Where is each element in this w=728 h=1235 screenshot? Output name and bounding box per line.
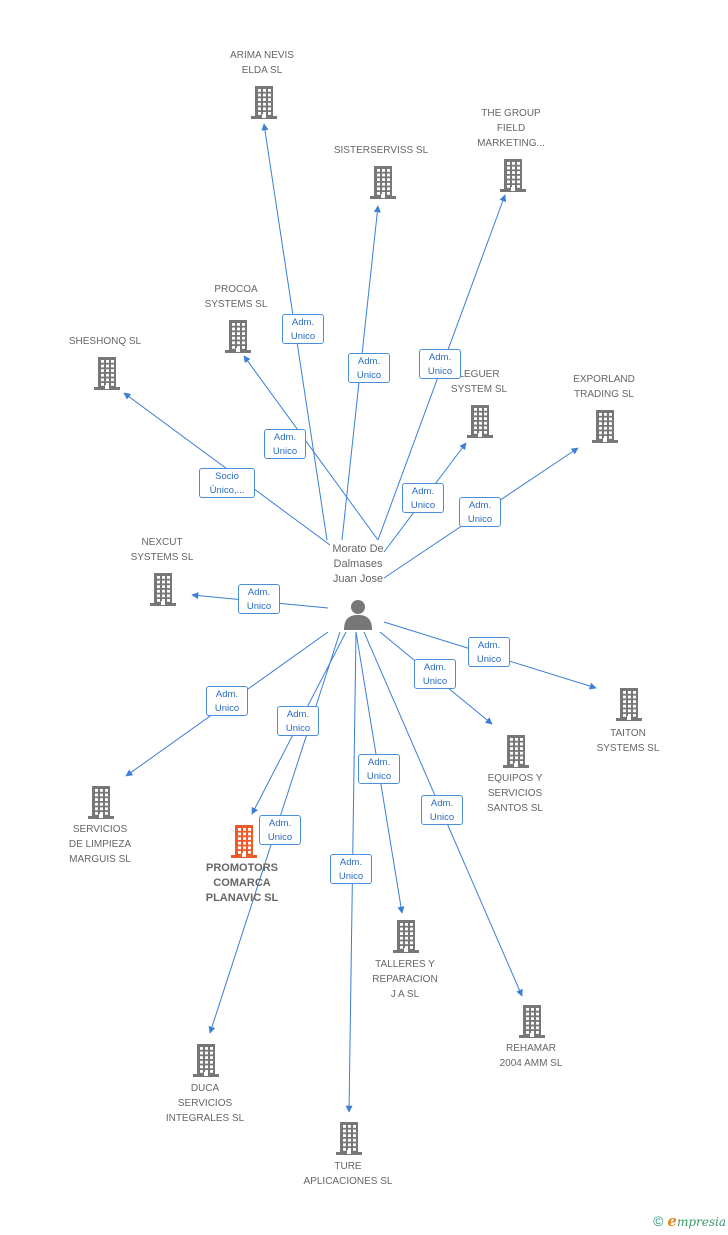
footer: © empresia [653,1211,726,1231]
company-name[interactable]: TAITON SYSTEMS SL [596,728,660,754]
brand-name: mpresia [676,1215,726,1229]
relation-label: Adm. Unico [468,637,510,667]
copyright-symbol: © [653,1213,664,1229]
company-name[interactable]: SERVICIOS DE LIMPIEZA MARGUIS SL [68,824,132,865]
relation-label: Adm. Unico [459,497,501,527]
company-name[interactable]: SHESHONQ SL [68,336,142,347]
company-name[interactable]: TALLERES Y REPARACION J A SL [372,959,438,1000]
building-icon[interactable] [147,571,179,607]
relation-label: Adm. Unico [277,706,319,736]
company-name[interactable]: NEXCUT SYSTEMS SL [130,537,194,563]
building-icon[interactable] [613,686,645,722]
company-name[interactable]: REHAMAR 2004 AMM SL [499,1043,563,1069]
building-icon[interactable] [589,408,621,444]
company-name[interactable]: ARIMA NEVIS ELDA SL [230,50,294,76]
relation-label: Socio Único,... [199,468,255,498]
building-icon[interactable] [497,157,529,193]
edge-line [243,355,379,541]
building-icon[interactable] [85,784,117,820]
relation-label: Adm. Unico [330,854,372,884]
company-name[interactable]: EXPORLAND TRADING SL [573,374,635,400]
company-name[interactable]: DUCA SERVICIOS INTEGRALES SL [165,1083,245,1124]
building-icon[interactable] [228,823,260,859]
person-icon[interactable] [342,598,374,632]
relation-label: Adm. Unico [358,754,400,784]
building-icon[interactable] [248,84,280,120]
building-icon[interactable] [390,918,422,954]
relation-label: Adm. Unico [414,659,456,689]
company-name-highlighted[interactable]: PROMOTORS COMARCA PLANAVIC SL [205,862,279,904]
building-icon[interactable] [516,1003,548,1039]
company-name[interactable]: LEGUER SYSTEM SL [450,369,508,395]
relation-label: Adm. Unico [264,429,306,459]
relation-label: Adm. Unico [282,314,324,344]
company-name[interactable]: EQUIPOS Y SERVICIOS SANTOS SL [487,773,543,814]
company-name[interactable]: SISTERSERVISS SL [333,145,429,156]
company-name[interactable]: TURE APLICACIONES SL [303,1161,393,1187]
relation-label: Adm. Unico [421,795,463,825]
building-icon[interactable] [190,1042,222,1078]
relation-label: Adm. Unico [402,483,444,513]
building-icon[interactable] [91,355,123,391]
brand-initial: e [667,1212,677,1230]
building-icon[interactable] [500,733,532,769]
relation-label: Adm. Unico [206,686,248,716]
person-name[interactable]: Morato De Dalmases Juan Jose [332,543,384,585]
building-icon[interactable] [333,1120,365,1156]
relation-label: Adm. Unico [419,349,461,379]
relation-label: Adm. Unico [348,353,390,383]
relation-label: Adm. Unico [259,815,301,845]
company-name[interactable]: THE GROUP FIELD MARKETING... [477,108,545,149]
company-name[interactable]: PROCOA SYSTEMS SL [204,284,268,310]
building-icon[interactable] [464,403,496,439]
building-icon[interactable] [222,318,254,354]
brand-logo[interactable]: empresia [667,1212,726,1230]
building-icon[interactable] [367,164,399,200]
relation-label: Adm. Unico [238,584,280,614]
